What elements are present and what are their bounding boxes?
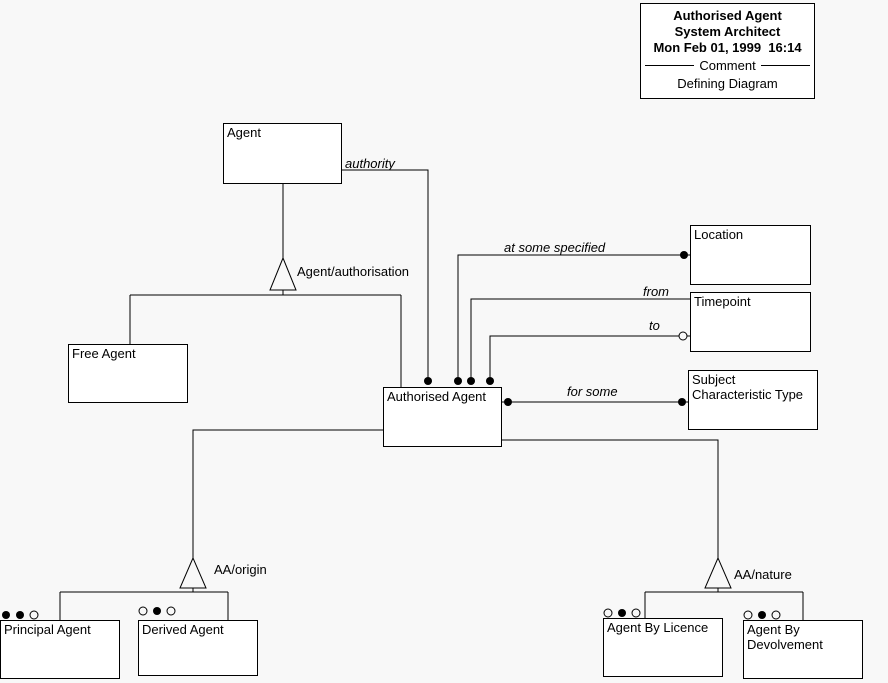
subtype-triangle-aa-origin-icon — [179, 556, 207, 589]
title-line-tool: System Architect — [674, 24, 781, 39]
connector-to — [489, 335, 690, 380]
anchor-ring-to-icon — [678, 331, 688, 341]
anchor-dot-for-some-right-icon — [678, 398, 686, 406]
entity-free-agent-label: Free Agent — [72, 346, 136, 361]
entity-timepoint[interactable]: Timepoint — [690, 292, 811, 352]
subtype-triangle-agent-authorisation-icon — [269, 256, 297, 291]
connector-aa-nature — [502, 439, 804, 620]
subtype-marker-open-icon — [771, 610, 781, 620]
connector-at-some-specified — [457, 254, 690, 380]
subtype-marker-open-icon — [631, 608, 641, 618]
entity-derived-agent-label: Derived Agent — [142, 622, 224, 637]
entity-authorised-agent-label: Authorised Agent — [387, 389, 487, 404]
anchor-dot-authority-icon — [424, 377, 432, 385]
comment-divider: Comment — [645, 58, 811, 73]
subtype-marker-open-icon — [166, 606, 176, 616]
subtype-marker-open-icon — [138, 606, 148, 616]
relation-label-from: from — [643, 284, 669, 299]
comment-label: Comment — [699, 58, 756, 73]
divider-line-left — [645, 65, 695, 66]
subtype-marker-filled-icon — [2, 611, 10, 619]
subtype-marker-open-icon — [603, 608, 613, 618]
entity-agent-label: Agent — [227, 125, 261, 140]
subtype-marker-filled-icon — [16, 611, 24, 619]
entity-derived-agent[interactable]: Derived Agent — [138, 620, 258, 676]
subtype-label-aa-origin: AA/origin — [214, 562, 267, 577]
entity-subject-characteristic-type[interactable]: Subject Characteristic Type — [688, 370, 818, 430]
title-line-name: Authorised Agent — [673, 8, 782, 23]
subtype-marker-filled-icon — [758, 611, 766, 619]
connector-from — [470, 298, 690, 380]
entity-location-label: Location — [694, 227, 744, 242]
anchor-dot-to-icon — [486, 377, 494, 385]
relation-label-authority: authority — [345, 156, 395, 171]
entity-timepoint-label: Timepoint — [694, 294, 751, 309]
subtype-marker-open-icon — [29, 610, 39, 620]
relation-label-to: to — [649, 318, 660, 333]
relation-label-for-some: for some — [567, 384, 618, 399]
subtype-marker-open-icon — [743, 610, 753, 620]
anchor-dot-from-icon — [467, 377, 475, 385]
anchor-dot-at-some-specified-icon — [454, 377, 462, 385]
entity-agent-by-devolvement-label: Agent By Devolvement — [747, 622, 823, 652]
subtype-label-aa-nature: AA/nature — [734, 567, 792, 582]
subtype-label-agent-authorisation: Agent/authorisation — [297, 264, 410, 279]
entity-subject-characteristic-type-label: Subject Characteristic Type — [692, 372, 804, 402]
entity-agent-by-licence[interactable]: Agent By Licence — [603, 618, 723, 677]
connector-aa-origin — [59, 429, 383, 620]
subtype-triangle-aa-nature-icon — [704, 556, 732, 589]
anchor-dot-location-icon — [680, 251, 688, 259]
relation-label-at-some-specified: at some specified — [504, 240, 606, 255]
entity-authorised-agent[interactable]: Authorised Agent — [383, 387, 502, 447]
connector-agent-authorisation-branch — [129, 290, 402, 387]
entity-agent-by-devolvement[interactable]: Agent By Devolvement — [743, 620, 863, 679]
divider-line-right — [760, 65, 811, 66]
entity-agent-by-licence-label: Agent By Licence — [607, 620, 709, 635]
comment-value: Defining Diagram — [677, 76, 778, 91]
diagram-title-block: Authorised Agent System Architect Mon Fe… — [640, 3, 815, 99]
subtype-marker-filled-icon — [153, 607, 161, 615]
anchor-dot-for-some-left-icon — [504, 398, 512, 406]
entity-agent[interactable]: Agent — [223, 123, 342, 184]
connector-authority — [342, 169, 429, 380]
title-line-datetime: Mon Feb 01, 1999 16:14 — [653, 40, 802, 55]
subtype-marker-filled-icon — [618, 609, 626, 617]
entity-free-agent[interactable]: Free Agent — [68, 344, 188, 403]
entity-principal-agent-label: Principal Agent — [4, 622, 91, 637]
entity-principal-agent[interactable]: Principal Agent — [0, 620, 120, 679]
entity-location[interactable]: Location — [690, 225, 811, 285]
